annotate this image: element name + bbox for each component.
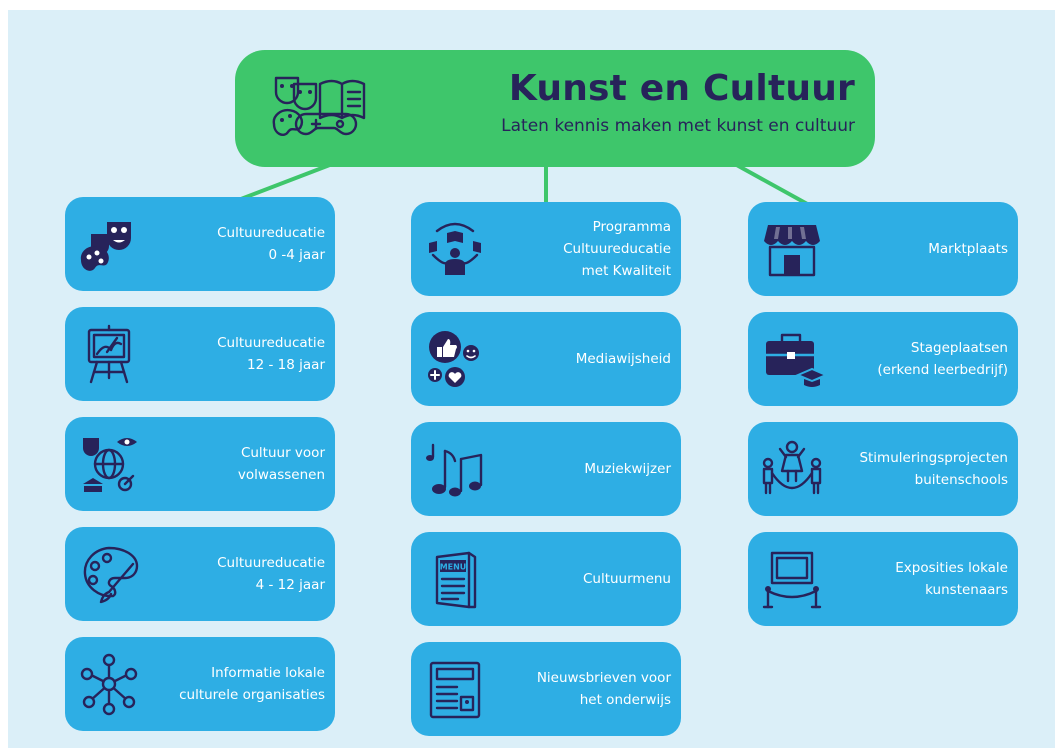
card-cultuureducatie-4-12[interactable]: Cultuureducatie 4 - 12 jaar bbox=[65, 527, 335, 621]
card-label: Stimuleringsprojecten buitenschools bbox=[859, 450, 1008, 488]
card-label: Marktplaats bbox=[928, 241, 1008, 257]
card-label: Muziekwijzer bbox=[584, 461, 671, 477]
card-label: Programma Cultuureducatie met Kwaliteit bbox=[563, 219, 671, 279]
theater-masks-palette-icon bbox=[80, 222, 131, 271]
card-label: Mediawijsheid bbox=[575, 351, 671, 367]
children-jump-rope-icon bbox=[762, 440, 822, 495]
culture-globe-icon bbox=[83, 438, 137, 492]
painting-easel-icon bbox=[87, 324, 131, 384]
card-label: Cultuurmenu bbox=[582, 571, 671, 587]
briefcase-graduation-icon bbox=[766, 333, 824, 387]
reading-person-icon bbox=[429, 222, 481, 275]
newspaper-icon bbox=[429, 661, 481, 719]
card-marktplaats[interactable]: Marktplaats bbox=[748, 202, 1018, 296]
card-informatie-organisaties[interactable]: Informatie lokale culturele organisaties bbox=[65, 637, 335, 731]
palette-brush-icon bbox=[83, 546, 139, 604]
card-label: Cultuureducatie 4 - 12 jaar bbox=[217, 555, 325, 593]
menu-card-icon: MENU bbox=[435, 551, 477, 609]
card-label: Cultuureducatie 0 -4 jaar bbox=[217, 225, 325, 263]
diagram-canvas: Kunst en Cultuur Laten kennis maken met … bbox=[8, 10, 1055, 748]
card-stageplaatsen[interactable]: Stageplaatsen (erkend leerbedrijf) bbox=[748, 312, 1018, 406]
card-label: Cultuureducatie 12 - 18 jaar bbox=[217, 335, 325, 373]
exhibition-frame-icon bbox=[762, 551, 822, 609]
header-node: Kunst en Cultuur Laten kennis maken met … bbox=[235, 50, 875, 167]
card-stimuleringsprojecten[interactable]: Stimuleringsprojecten buitenschools bbox=[748, 422, 1018, 516]
music-notes-icon bbox=[426, 443, 483, 497]
card-programma-cultuureducatie[interactable]: Programma Cultuureducatie met Kwaliteit bbox=[411, 202, 681, 296]
card-cultuurmenu[interactable]: MENU Cultuurmenu bbox=[411, 532, 681, 626]
card-mediawijsheid[interactable]: Mediawijsheid bbox=[411, 312, 681, 406]
page-subtitle: Laten kennis maken met kunst en cultuur bbox=[501, 116, 855, 136]
card-label: Exposities lokale kunstenaars bbox=[895, 560, 1008, 598]
svg-text:MENU: MENU bbox=[440, 563, 467, 572]
card-nieuwsbrieven[interactable]: Nieuwsbrieven voor het onderwijs bbox=[411, 642, 681, 736]
card-label: Nieuwsbrieven voor het onderwijs bbox=[536, 670, 671, 708]
network-people-icon bbox=[80, 653, 138, 716]
card-muziekwijzer[interactable]: Muziekwijzer bbox=[411, 422, 681, 516]
card-cultuureducatie-0-4[interactable]: Cultuureducatie 0 -4 jaar bbox=[65, 197, 335, 291]
card-cultuureducatie-12-18[interactable]: Cultuureducatie 12 - 18 jaar bbox=[65, 307, 335, 401]
market-stall-icon bbox=[764, 225, 820, 277]
arts-culture-icon bbox=[272, 76, 366, 136]
card-cultuur-volwassenen[interactable]: Cultuur voor volwassenen bbox=[65, 417, 335, 511]
social-media-icon bbox=[428, 331, 479, 387]
card-exposities[interactable]: Exposities lokale kunstenaars bbox=[748, 532, 1018, 626]
card-label: Informatie lokale culturele organisaties bbox=[179, 665, 325, 703]
card-label: Cultuur voor volwassenen bbox=[237, 445, 325, 483]
page-title: Kunst en Cultuur bbox=[508, 68, 855, 109]
card-label: Stageplaatsen (erkend leerbedrijf) bbox=[877, 340, 1008, 378]
